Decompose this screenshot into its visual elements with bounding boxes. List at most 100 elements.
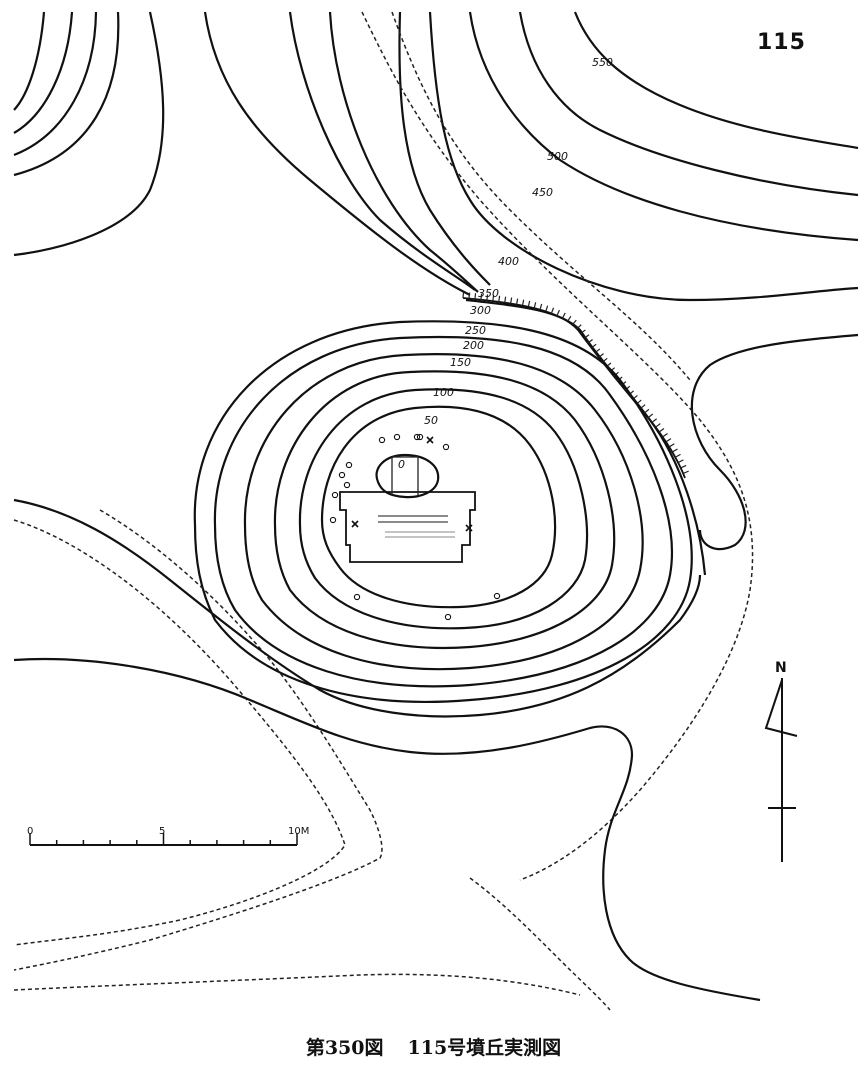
contour-label: 350 [478,287,499,300]
hachure-tick [556,309,560,316]
contour-line [13,11,165,257]
stake-marker [343,481,351,489]
stake-marker [329,516,337,524]
summit-contour [375,453,440,499]
stake-marker [353,593,361,601]
cross-marker [426,436,434,444]
hachure-tick [680,464,687,469]
contour-line [213,335,674,688]
contour-label: 400 [498,255,519,268]
hachure-tick [545,305,549,312]
survey-markers [329,433,501,621]
hachure-tick [658,428,665,433]
cross-marker [351,520,359,528]
contour-label: 50 [424,414,438,427]
hachure-tick [602,357,608,363]
stake-marker [393,433,401,441]
hachure-tick [583,334,590,339]
stake-marker [378,436,386,444]
contour-map: 550 500 450 400 350 300 250 200 150 100 … [13,11,859,1011]
trail-dashed-line [391,11,691,381]
trail-dashed-line [13,509,383,971]
hachure-tick [587,338,593,344]
hachure-tick [498,295,501,302]
hachure-tick [677,459,684,464]
stake-marker [493,592,501,600]
contour-line [573,11,859,150]
contour-line [328,11,479,293]
contour-line [298,388,589,630]
contour-line [690,333,859,551]
contour-line [243,352,644,671]
figure-number: 第350図 [305,1037,384,1059]
trail-dashed-line [13,973,581,996]
hachure-tick [651,418,658,423]
contour-line [203,11,471,296]
trail-dashed-line [13,519,346,946]
hachure-tick [474,293,477,300]
trench-outline [339,491,476,563]
contour-label: 250 [465,324,486,337]
contour-line [13,498,702,718]
contour-line [13,11,98,157]
scale-label-0: 0 [27,826,33,837]
hachure-tick [647,413,654,419]
contour-label: 100 [433,386,454,399]
hachure-tick [671,448,678,453]
trail-dashed-line [469,877,611,1011]
contour-line [468,11,859,242]
hill-contours-top-left [13,11,165,257]
contour-line [193,320,693,703]
hachure-tick [533,302,537,309]
hachure-tick [510,297,513,304]
mound-contours [193,320,693,703]
contour-line [320,405,557,609]
summit-structure [339,456,476,563]
hachure-tick [561,312,566,319]
hachure-tick [539,303,543,310]
contour-label: 450 [532,186,553,199]
stake-marker [413,433,421,441]
contour-label: 0 [398,458,405,471]
hachure-tick [576,324,582,330]
hachure-tick [571,319,577,326]
hachure-tick [567,315,572,322]
hachure-tick [643,408,650,414]
contour-line [428,11,859,302]
hachure-tick [665,438,672,443]
contour-line [13,657,761,1002]
contour-label: 300 [470,304,491,317]
hachure-tick [516,298,519,305]
contour-line [288,11,476,291]
trails [13,11,754,1011]
hachure-tick [492,295,495,302]
scale-label-5: 5 [159,826,165,837]
hachure-tick [668,443,675,448]
hachure-tick [468,292,471,299]
contour-line [518,11,859,197]
contour-label: 200 [463,339,484,352]
hachure-tick [598,353,604,358]
hachure-tick [580,329,586,334]
contour-line [273,370,616,649]
hachure-tick [550,307,555,314]
hachure-tick [655,423,661,428]
contour-line [398,11,491,286]
hachure-tick [527,300,531,307]
hachure-tick [682,470,689,474]
stake-marker [416,433,424,441]
hachure-tick [462,291,465,299]
contour-line [13,11,46,111]
north-label: N [775,660,787,676]
page-number: 115 [757,30,806,55]
trail-dashed-line [361,11,754,881]
scale-ticks [29,833,298,845]
hachure-tick [480,293,483,300]
contour-label: 150 [450,356,471,369]
hachure-tick [662,433,668,438]
hachure-tick [521,299,525,306]
hachure-tick [504,296,507,303]
contour-labels: 550 500 450 400 350 300 250 200 150 100 … [398,56,613,471]
hachure-tick [486,294,489,301]
